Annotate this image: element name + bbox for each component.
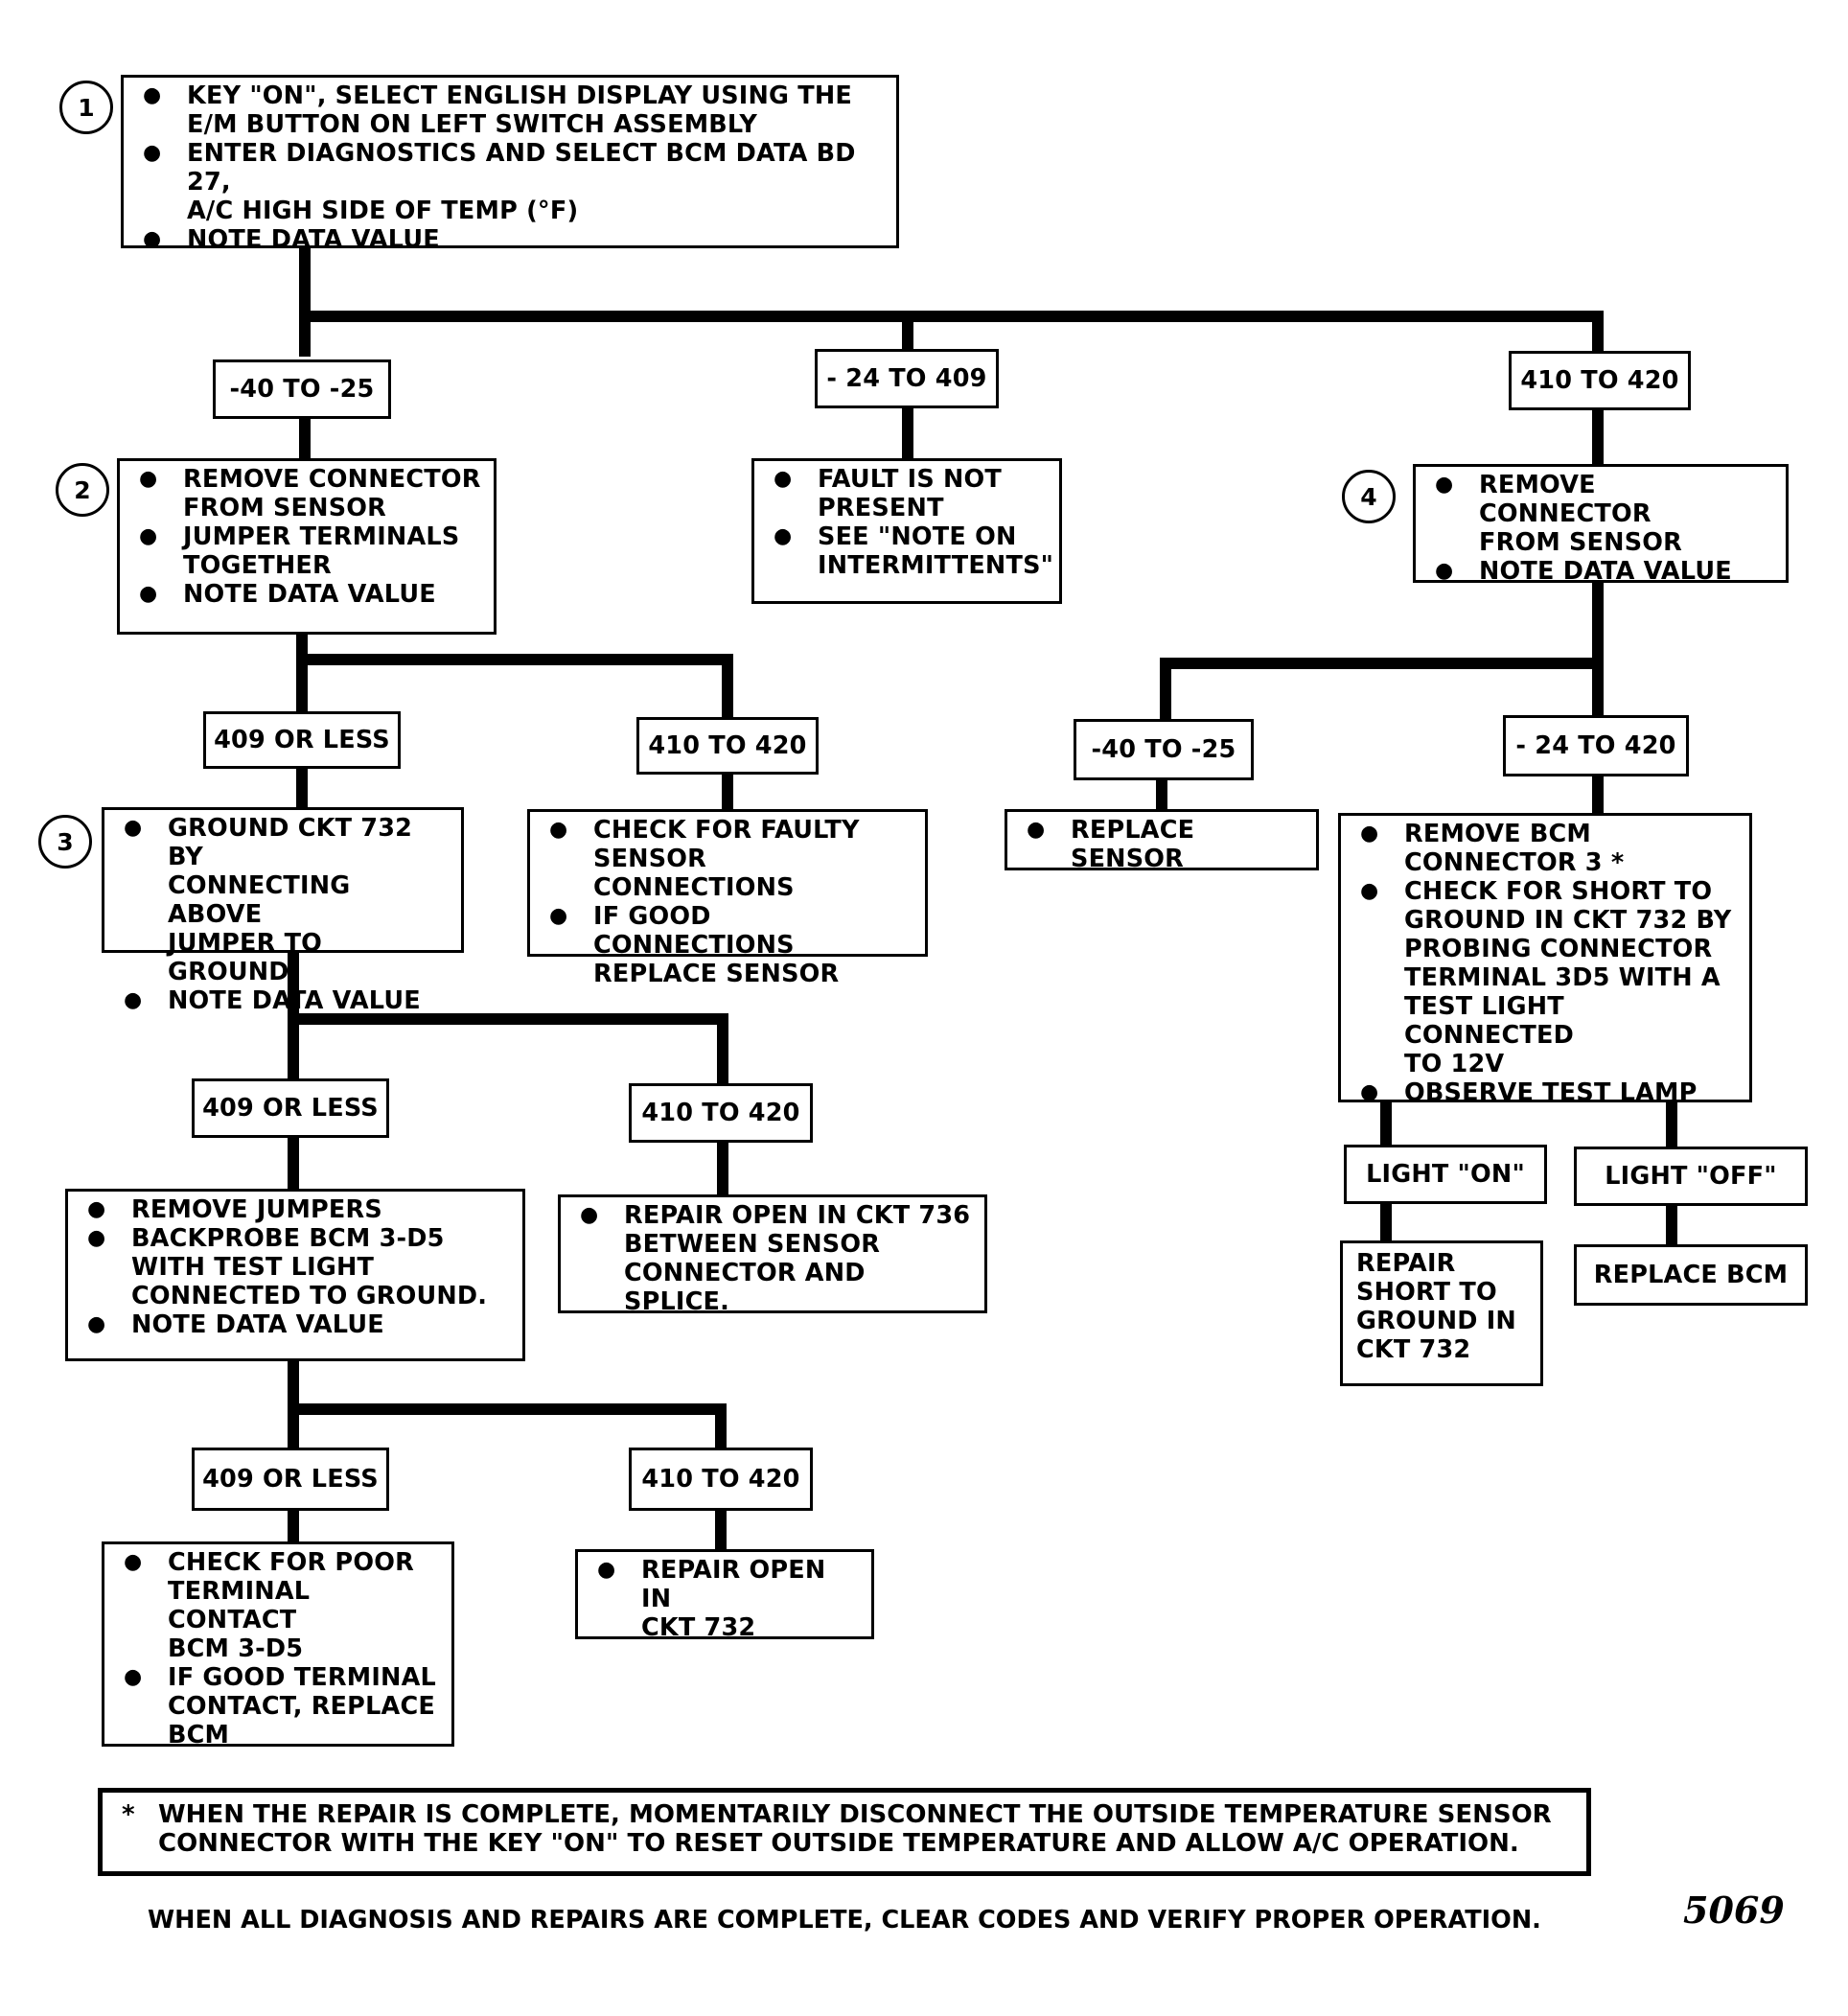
step-marker-3: 3 bbox=[38, 815, 92, 869]
replace-bcm-box: REPLACE BCM bbox=[1574, 1244, 1808, 1306]
repair-open-ckt-736-box: REPAIR OPEN IN CKT 736 BETWEEN SENSOR CO… bbox=[558, 1194, 987, 1316]
check-faulty-connections-box: CHECK FOR FAULTY SENSOR CONNECTIONS IF G… bbox=[527, 809, 928, 988]
fault-item: FAULT IS NOT PRESENT bbox=[774, 465, 1050, 522]
step4-item: REMOVE CONNECTOR FROM SENSOR bbox=[1435, 471, 1776, 557]
step-marker-2: 2 bbox=[56, 463, 109, 517]
step3-item: GROUND CKT 732 BY CONNECTING ABOVE JUMPE… bbox=[124, 814, 451, 986]
remove-bcm-item: OBSERVE TEST LAMP bbox=[1360, 1078, 1740, 1107]
remove-jumpers-item: REMOVE JUMPERS bbox=[87, 1195, 513, 1224]
step1-item: KEY "ON", SELECT ENGLISH DISPLAY USING T… bbox=[143, 81, 887, 139]
range-label-409-or-less: 409 OR LESS bbox=[192, 1078, 389, 1138]
step-marker-1: 1 bbox=[59, 81, 113, 134]
step3-item: NOTE DATA VALUE bbox=[124, 986, 451, 1015]
range-label-410-to-420: 410 TO 420 bbox=[636, 717, 819, 775]
step2-box: REMOVE CONNECTOR FROM SENSOR JUMPER TERM… bbox=[117, 458, 497, 635]
light-on-label: LIGHT "ON" bbox=[1344, 1145, 1547, 1204]
figure-number: 5069 bbox=[1683, 1889, 1785, 1932]
range-label-410-to-420: 410 TO 420 bbox=[1509, 351, 1691, 410]
range-label-409-or-less: 409 OR LESS bbox=[192, 1448, 389, 1511]
fault-not-present-box: FAULT IS NOT PRESENT SEE "NOTE ON INTERM… bbox=[751, 458, 1062, 604]
replace-sensor-box: REPLACE SENSOR bbox=[1005, 809, 1319, 873]
range-label-409-or-less: 409 OR LESS bbox=[203, 711, 401, 769]
step2-item: NOTE DATA VALUE bbox=[139, 580, 484, 609]
check-faulty-item: CHECK FOR FAULTY SENSOR CONNECTIONS bbox=[549, 816, 915, 902]
note-asterisk: * bbox=[122, 1800, 135, 1829]
step1-item: ENTER DIAGNOSTICS AND SELECT BCM DATA BD… bbox=[143, 139, 887, 225]
repair-736-item: REPAIR OPEN IN CKT 736 BETWEEN SENSOR CO… bbox=[580, 1201, 975, 1316]
step2-item: REMOVE CONNECTOR FROM SENSOR bbox=[139, 465, 484, 522]
repair-complete-note: * WHEN THE REPAIR IS COMPLETE, MOMENTARI… bbox=[98, 1788, 1591, 1876]
light-off-label: LIGHT "OFF" bbox=[1574, 1147, 1808, 1206]
fault-item: SEE "NOTE ON INTERMITTENTS" bbox=[774, 522, 1053, 580]
range-label-neg40-to-neg25: -40 TO -25 bbox=[213, 359, 391, 419]
replace-sensor-item: REPLACE SENSOR bbox=[1027, 816, 1306, 873]
step-marker-4: 4 bbox=[1342, 470, 1396, 523]
repair-732-item: REPAIR OPEN IN CKT 732 bbox=[597, 1556, 862, 1642]
remove-jumpers-item: BACKPROBE BCM 3-D5 WITH TEST LIGHT CONNE… bbox=[87, 1224, 513, 1310]
step3-box: GROUND CKT 732 BY CONNECTING ABOVE JUMPE… bbox=[102, 807, 464, 1015]
remove-jumpers-box: REMOVE JUMPERS BACKPROBE BCM 3-D5 WITH T… bbox=[65, 1189, 525, 1361]
repair-open-ckt-732-box: REPAIR OPEN IN CKT 732 bbox=[575, 1549, 874, 1642]
remove-bcm-item: REMOVE BCM CONNECTOR 3 * bbox=[1360, 820, 1740, 877]
range-label-410-to-420: 410 TO 420 bbox=[629, 1083, 813, 1143]
footer-instruction: WHEN ALL DIAGNOSIS AND REPAIRS ARE COMPL… bbox=[148, 1906, 1541, 1935]
remove-bcm-item: CHECK FOR SHORT TO GROUND IN CKT 732 BY … bbox=[1360, 877, 1740, 1078]
check-poor-item: IF GOOD TERMINAL CONTACT, REPLACE BCM bbox=[124, 1663, 442, 1750]
range-label-neg40-to-neg25: -40 TO -25 bbox=[1074, 719, 1254, 780]
step2-item: JUMPER TERMINALS TOGETHER bbox=[139, 522, 484, 580]
range-label-neg24-to-409: - 24 TO 409 bbox=[815, 349, 999, 408]
step1-item: NOTE DATA VALUE bbox=[143, 225, 887, 254]
range-label-410-to-420: 410 TO 420 bbox=[629, 1448, 813, 1511]
note-text: WHEN THE REPAIR IS COMPLETE, MOMENTARILY… bbox=[158, 1800, 1552, 1858]
step4-box: REMOVE CONNECTOR FROM SENSOR NOTE DATA V… bbox=[1413, 464, 1789, 586]
remove-jumpers-item: NOTE DATA VALUE bbox=[87, 1310, 513, 1339]
repair-short-to-ground-box: REPAIR SHORT TO GROUND IN CKT 732 bbox=[1340, 1240, 1543, 1386]
check-poor-contact-box: CHECK FOR POOR TERMINAL CONTACT BCM 3-D5… bbox=[102, 1541, 454, 1750]
check-poor-item: CHECK FOR POOR TERMINAL CONTACT BCM 3-D5 bbox=[124, 1548, 442, 1663]
range-label-neg24-to-420: - 24 TO 420 bbox=[1503, 715, 1689, 776]
remove-bcm-connector-box: REMOVE BCM CONNECTOR 3 * CHECK FOR SHORT… bbox=[1338, 813, 1752, 1107]
step4-item: NOTE DATA VALUE bbox=[1435, 557, 1776, 586]
step1-box: KEY "ON", SELECT ENGLISH DISPLAY USING T… bbox=[121, 75, 899, 254]
check-faulty-item: IF GOOD CONNECTIONS REPLACE SENSOR bbox=[549, 902, 915, 988]
